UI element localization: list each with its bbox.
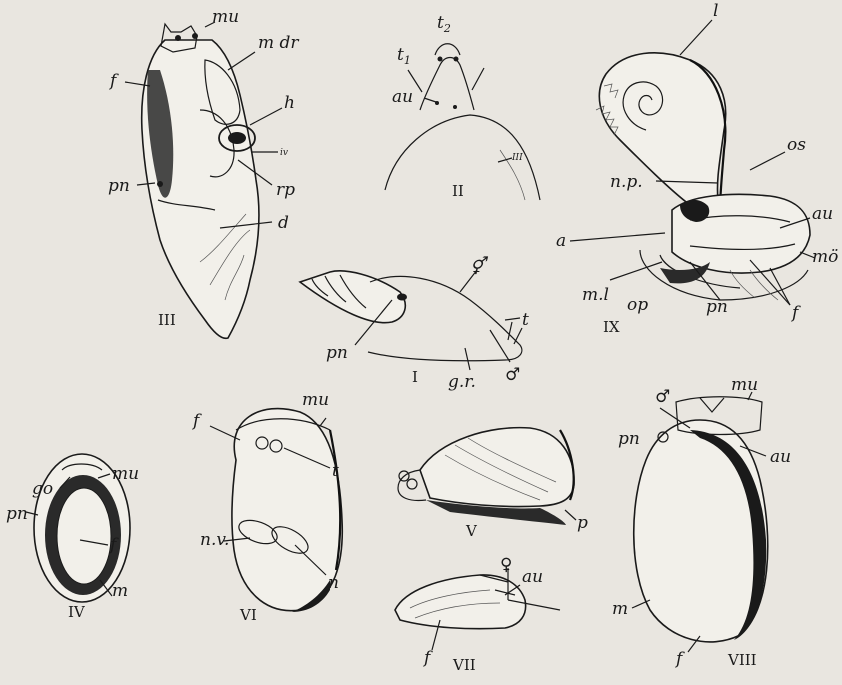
fig9-label-np: n.p. (610, 172, 643, 192)
fig9-label-l: l (713, 1, 718, 21)
fig9-label-op: op (627, 295, 648, 315)
fig2-label-au: au (392, 87, 413, 107)
fig3-label-mu: mu (212, 7, 239, 27)
fig8-label-m: m (612, 599, 628, 619)
fig1-label-male: ♂ (505, 365, 520, 385)
fig4-label-m: m (112, 581, 128, 601)
fig6-label-nv: n.v. (200, 530, 229, 550)
fig2-numeral: II (452, 182, 464, 200)
fig2-label-t2-sub: 2 (443, 22, 451, 35)
fig7-numeral: VII (452, 656, 476, 674)
fig3-numeral: III (158, 311, 176, 329)
fig7-label-female: ♀ (500, 555, 512, 575)
fig1-label-pn: pn (326, 343, 348, 363)
fig6-numeral: VI (239, 606, 257, 624)
fig1-numeral: I (412, 368, 418, 386)
fig9-label-a: a (556, 231, 566, 251)
fig9-label-pn: pn (706, 297, 728, 317)
fig8-label-au: au (770, 447, 791, 467)
fig9-label-ml: m.l (582, 285, 609, 305)
fig9-label-au: au (812, 204, 833, 224)
fig4-label-go: go (32, 479, 53, 499)
fig4-label-mu: mu (112, 464, 139, 484)
fig8-label-male: ♂ (655, 387, 670, 407)
fig1-label-t: t (522, 310, 529, 330)
fig3-label-iv: iv (280, 148, 288, 158)
fig6-label-t: t (332, 461, 339, 481)
fig6-label-n: n (328, 573, 339, 593)
fig3-label-mdr: m dr (258, 33, 299, 53)
fig2-label-t1-sub: 1 (404, 54, 411, 67)
fig3-label-rp: rp (276, 180, 295, 200)
fig8-label-pn: pn (618, 429, 640, 449)
fig4-label-pn: pn (6, 504, 28, 524)
fig3-label-pn: pn (108, 176, 130, 196)
fig4-numeral: IV (68, 603, 86, 621)
fig8-numeral: VIII (727, 651, 757, 669)
fig7-label-au: au (522, 567, 543, 587)
fig3-label-d: d (278, 213, 289, 233)
fig3-label-h: h (284, 93, 295, 113)
fig1-label-gr: g.r. (448, 372, 476, 392)
fig5-label-p: p (577, 513, 588, 533)
fig6-label-mu: mu (302, 390, 329, 410)
fig5-numeral: V (465, 522, 478, 540)
fig9-label-mo: mö (812, 247, 838, 267)
fig8-label-mu: mu (731, 375, 758, 395)
fig2-label-iii: III (511, 153, 523, 163)
fig9-numeral: IX (603, 318, 620, 336)
fig9-label-os: os (787, 135, 806, 155)
